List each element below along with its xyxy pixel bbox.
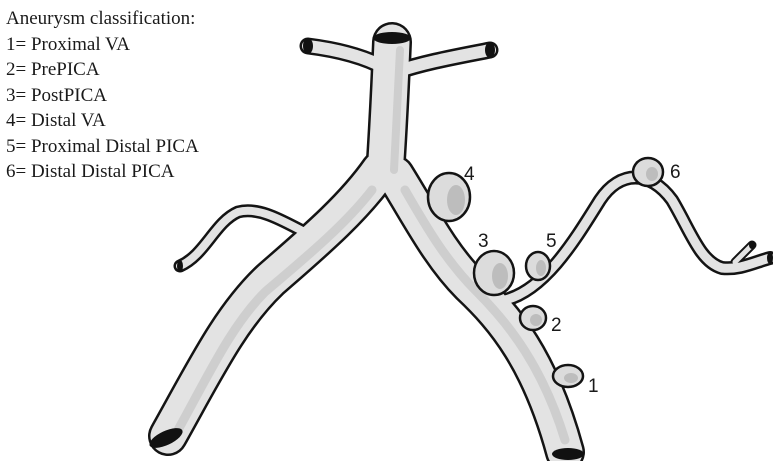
marker-1: 1 [588,376,599,397]
classification-legend: Aneurysm classification: 1= Proximal VA … [6,6,199,185]
legend-item-5: 5= Proximal Distal PICA [6,134,199,160]
pica-end-lumen [767,252,773,264]
legend-item-3: 3= PostPICA [6,83,199,109]
marker-2: 2 [551,315,562,336]
left-branch-lumen [303,38,313,54]
aneurysm-3 [474,251,514,295]
right-va-bottom-lumen [552,448,584,460]
marker-3: 3 [478,231,489,252]
aneurysm-2 [520,306,546,330]
twig-end-lumen [749,241,755,249]
left-pica-lumen [177,260,183,272]
aneurysm-1 [553,365,583,387]
aneurysm-5 [526,252,550,280]
legend-item-1: 1= Proximal VA [6,32,199,58]
legend-item-4: 4= Distal VA [6,108,199,134]
legend-title: Aneurysm classification: [6,6,199,32]
legend-item-2: 2= PrePICA [6,57,199,83]
marker-6: 6 [670,162,681,183]
right-branch-lumen [485,42,495,58]
basilar-top-lumen [373,32,411,44]
legend-item-6: 6= Distal Distal PICA [6,159,199,185]
marker-4: 4 [464,164,475,185]
aneurysm-6 [633,158,663,186]
marker-5: 5 [546,231,557,252]
